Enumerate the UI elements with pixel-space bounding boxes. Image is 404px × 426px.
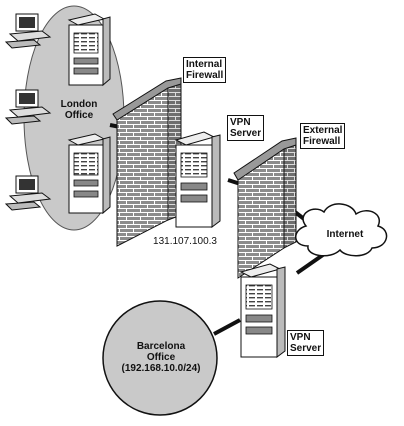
vpn-server-barcelona-label: VPN Server bbox=[287, 330, 325, 356]
vpn-server-london-label: VPN Server bbox=[227, 115, 265, 141]
barcelona-office-label: Barcelona Office (192.168.10.0/24) bbox=[121, 341, 201, 374]
internet-cloud bbox=[295, 203, 388, 257]
london-server-top bbox=[67, 13, 111, 87]
vpn-server-barcelona bbox=[239, 263, 286, 358]
external-firewall-label: External Firewall bbox=[300, 123, 346, 149]
link-barcelona-vpn-office bbox=[213, 318, 241, 336]
internet-label: Internet bbox=[326, 229, 364, 240]
workstation-3 bbox=[4, 175, 52, 211]
workstation-1 bbox=[4, 13, 52, 49]
barcelona-office-area bbox=[102, 300, 218, 416]
vpn-server-ip-label: 131.107.100.3 bbox=[153, 236, 217, 247]
workstation-2 bbox=[4, 89, 52, 125]
internal-firewall-label: Internal Firewall bbox=[183, 57, 227, 83]
vpn-server-london bbox=[174, 131, 221, 228]
external-firewall bbox=[233, 137, 297, 279]
internal-firewall bbox=[112, 77, 182, 247]
london-office-label: London Office bbox=[60, 99, 98, 121]
london-server-bottom bbox=[67, 133, 111, 215]
